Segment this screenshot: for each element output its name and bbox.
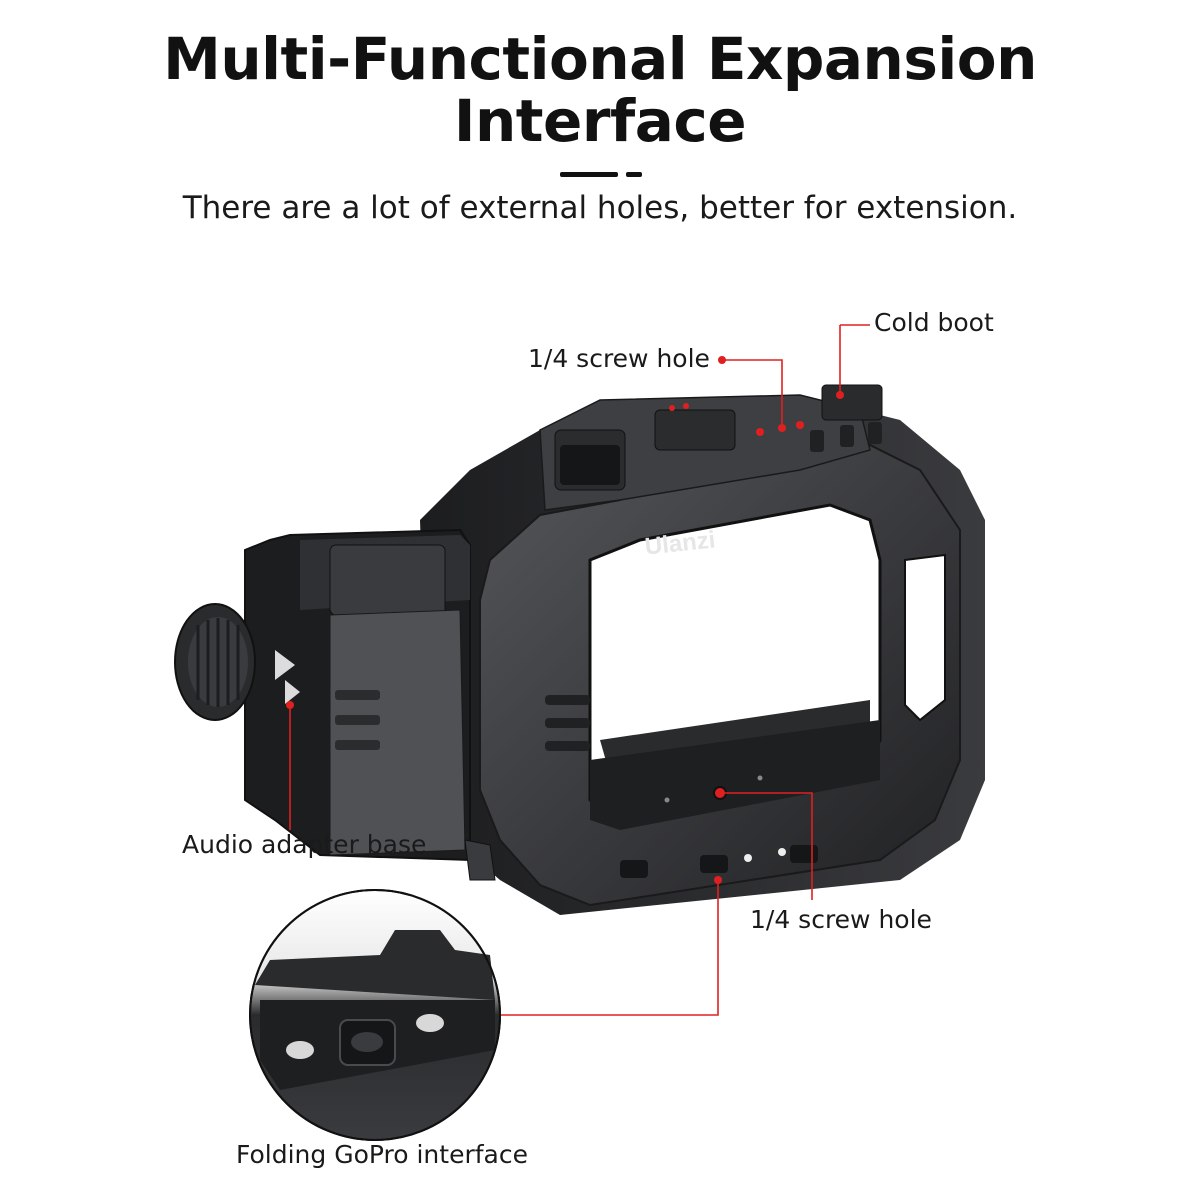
- title-divider-long: [560, 172, 618, 177]
- gopro-interface-zoom: [249, 889, 501, 1141]
- callout-top-screw-hole: 1/4 screw hole: [528, 344, 710, 373]
- callout-gopro-interface: Folding GoPro interface: [236, 1140, 528, 1169]
- callout-lines: [289, 324, 870, 1016]
- callout-dots: [286, 356, 844, 884]
- page-subtitle: There are a lot of external holes, bette…: [182, 190, 1018, 226]
- callout-cold-boot: Cold boot: [874, 308, 994, 337]
- page-title: Multi-Functional Expansion Interface: [0, 28, 1200, 152]
- title-line-2: Interface: [453, 87, 747, 155]
- title-line-1: Multi-Functional Expansion: [163, 25, 1037, 93]
- tightening-knob: [174, 603, 256, 721]
- callout-audio-adapter-base: Audio adapter base: [182, 830, 427, 859]
- title-divider-short: [626, 172, 642, 177]
- callout-bottom-screw-hole: 1/4 screw hole: [750, 905, 932, 934]
- audio-adapter-block: [244, 528, 471, 862]
- camera-cage: Ulanzi: [420, 384, 985, 915]
